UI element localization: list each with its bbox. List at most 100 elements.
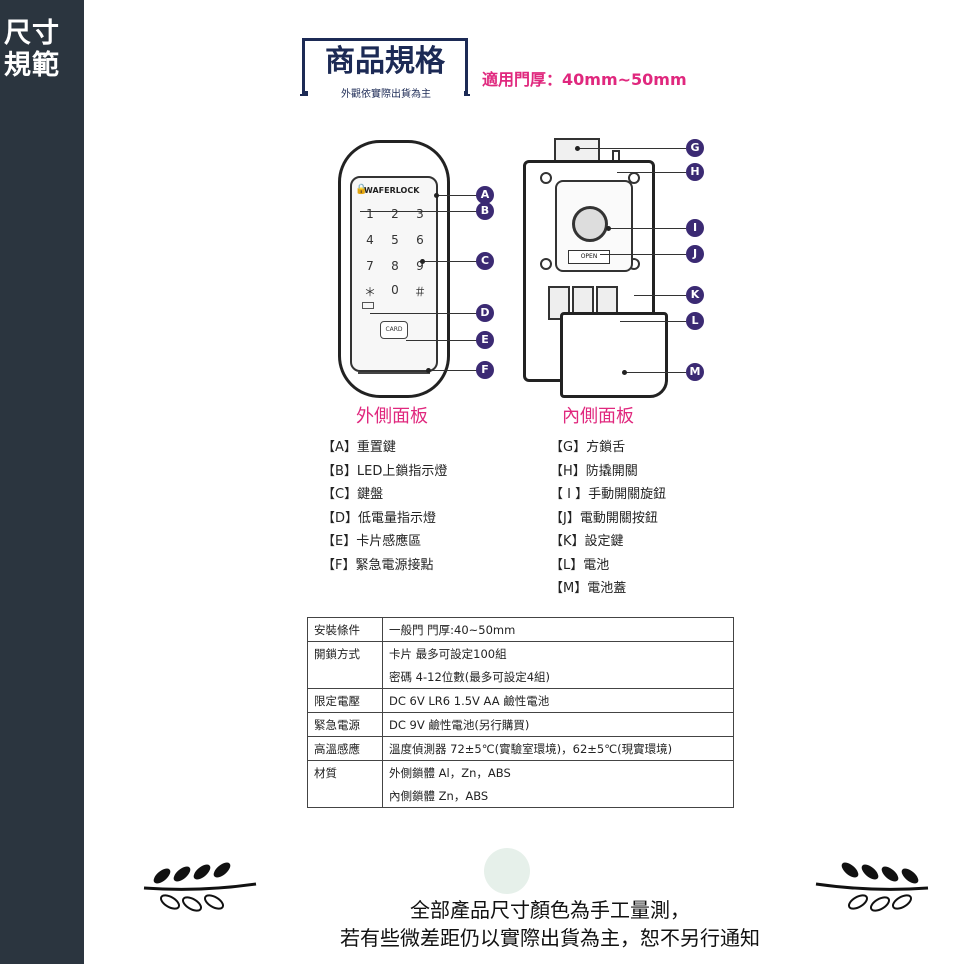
spec-key: 材質	[307, 760, 383, 784]
table-row: 內側鎖體 Zn，ABS	[307, 784, 734, 808]
callout-dot	[434, 193, 439, 198]
callout-g: G	[686, 139, 704, 157]
table-row: 緊急電源 DC 9V 鹼性電池(另行購買)	[307, 712, 734, 737]
callout-i: I	[686, 219, 704, 237]
legend-item: 【G】方鎖舌	[550, 440, 626, 455]
legend-item: 【F】緊急電源接點	[322, 557, 434, 573]
legend-item: 【D】低電量指示燈	[322, 510, 437, 526]
open-button-icon: OPEN	[568, 250, 610, 264]
spec-value: 一般門 門厚:40~50mm	[382, 617, 734, 642]
callout-d: D	[476, 304, 494, 322]
callout-h: H	[686, 163, 704, 181]
table-row: 限定電壓 DC 6V LR6 1.5V AA 鹼性電池	[307, 688, 734, 713]
spec-key	[307, 784, 383, 808]
outer-panel-label: 外側面板	[356, 406, 428, 427]
battery-cell	[548, 286, 570, 320]
legend-item: 【M】電池蓋	[550, 581, 627, 596]
legend-item: 【C】鍵盤	[322, 487, 384, 502]
callout-line-k	[634, 295, 686, 296]
callout-line-j	[600, 254, 686, 255]
callout-dot	[426, 368, 431, 373]
spec-key: 緊急電源	[307, 712, 383, 737]
thumbturn-knob-icon	[572, 206, 608, 242]
callout-line-m	[624, 372, 686, 373]
key-4: 4	[366, 233, 374, 247]
outer-panel-bottom-contact	[358, 372, 430, 388]
screw-icon	[540, 172, 552, 184]
spec-table: 安裝條件 一般門 門厚:40~50mm 開鎖方式 卡片 最多可設定100組 密碼…	[307, 617, 734, 808]
low-battery-icon	[362, 302, 374, 309]
table-row: 材質 外側鎖體 Al，Zn，ABS	[307, 760, 734, 784]
key-6: 6	[416, 233, 424, 247]
callout-f: F	[476, 361, 494, 379]
legend-item: 【B】LED上鎖指示燈	[322, 463, 448, 479]
battery-cover-illustration	[560, 312, 668, 398]
callout-dot	[606, 226, 611, 231]
key-2: 2	[391, 207, 399, 221]
callout-line-h	[617, 172, 686, 173]
table-row: 密碼 4-12位數(最多可設定4組)	[307, 665, 734, 689]
sidebar: 尺寸 規範	[0, 0, 84, 964]
spec-key: 高溫感應	[307, 736, 383, 761]
legend-item: 【E】卡片感應區	[322, 534, 422, 549]
page-title: 商品規格	[325, 44, 445, 79]
legend-item: 【J】電動開關按鈕	[550, 510, 658, 526]
screw-icon	[628, 172, 640, 184]
callout-line-f	[428, 370, 478, 371]
brand-logo: WAFERLOCK	[364, 186, 420, 195]
callout-a: A	[476, 186, 494, 204]
subtitle-rule-right	[462, 94, 470, 96]
spec-value: 內側鎖體 Zn，ABS	[382, 784, 734, 808]
leaf-badge-icon	[484, 848, 530, 894]
callout-line-d	[370, 313, 478, 314]
callout-m: M	[686, 363, 704, 381]
sidebar-title-line1: 尺寸	[4, 18, 60, 49]
sidebar-title-line2: 規範	[4, 50, 60, 81]
callout-line-a	[436, 195, 478, 196]
legend-item: 【K】設定鍵	[550, 534, 624, 549]
card-reader-icon: CARD	[380, 321, 408, 339]
callout-l: L	[686, 312, 704, 330]
callout-line-l	[620, 321, 686, 322]
table-row: 開鎖方式 卡片 最多可設定100組	[307, 641, 734, 665]
spec-value: 卡片 最多可設定100組	[382, 641, 734, 665]
outer-keypad-screen	[350, 176, 438, 372]
callout-dot	[420, 259, 425, 264]
legend-inner: 【G】方鎖舌 【H】防撬開關 【 I 】手動開關旋鈕 【J】電動開關按鈕 【K】…	[550, 436, 666, 601]
legend-outer: 【A】重置鍵 【B】LED上鎖指示燈 【C】鍵盤 【D】低電量指示燈 【E】卡片…	[322, 436, 447, 577]
key-3: 3	[416, 207, 424, 221]
subtitle-rule-left	[300, 94, 310, 96]
spec-key: 限定電壓	[307, 688, 383, 713]
door-thickness: 適用門厚：40mm~50mm	[482, 70, 687, 89]
spec-value: DC 9V 鹼性電池(另行購買)	[382, 712, 734, 737]
key-hash: ＃	[413, 285, 426, 299]
callout-b: B	[476, 202, 494, 220]
callout-line-e	[406, 340, 478, 341]
screw-icon	[540, 258, 552, 270]
footer-line2: 若有些微差距仍以實際出貨為主，恕不另行通知	[340, 926, 760, 950]
spec-title-box: 商品規格	[302, 38, 468, 94]
callout-dot	[575, 146, 580, 151]
callout-e: E	[476, 331, 494, 349]
key-9: 9	[416, 259, 424, 273]
table-row: 安裝條件 一般門 門厚:40~50mm	[307, 617, 734, 642]
spec-key: 安裝條件	[307, 617, 383, 642]
callout-line-i	[608, 228, 686, 229]
key-5: 5	[391, 233, 399, 247]
key-7: 7	[366, 259, 374, 273]
spec-key: 開鎖方式	[307, 641, 383, 665]
key-8: 8	[391, 259, 399, 273]
table-row: 高溫感應 溫度偵測器 72±5℃(實驗室環境)，62±5℃(現實環境)	[307, 736, 734, 761]
sidebar-title: 尺寸 規範	[4, 18, 82, 82]
callout-k: K	[686, 286, 704, 304]
page-subtitle: 外觀依實際出貨為主	[308, 89, 464, 101]
callout-j: J	[686, 245, 704, 263]
leaf-branch-left-icon	[143, 862, 257, 912]
key-0: 0	[391, 283, 399, 297]
legend-item: 【L】電池	[550, 557, 610, 573]
spec-value: 溫度偵測器 72±5℃(實驗室環境)，62±5℃(現實環境)	[382, 736, 734, 761]
callout-line-g	[577, 148, 686, 149]
key-1: 1	[366, 207, 374, 221]
lock-icon: 🔒	[355, 184, 368, 195]
spec-key	[307, 665, 383, 689]
